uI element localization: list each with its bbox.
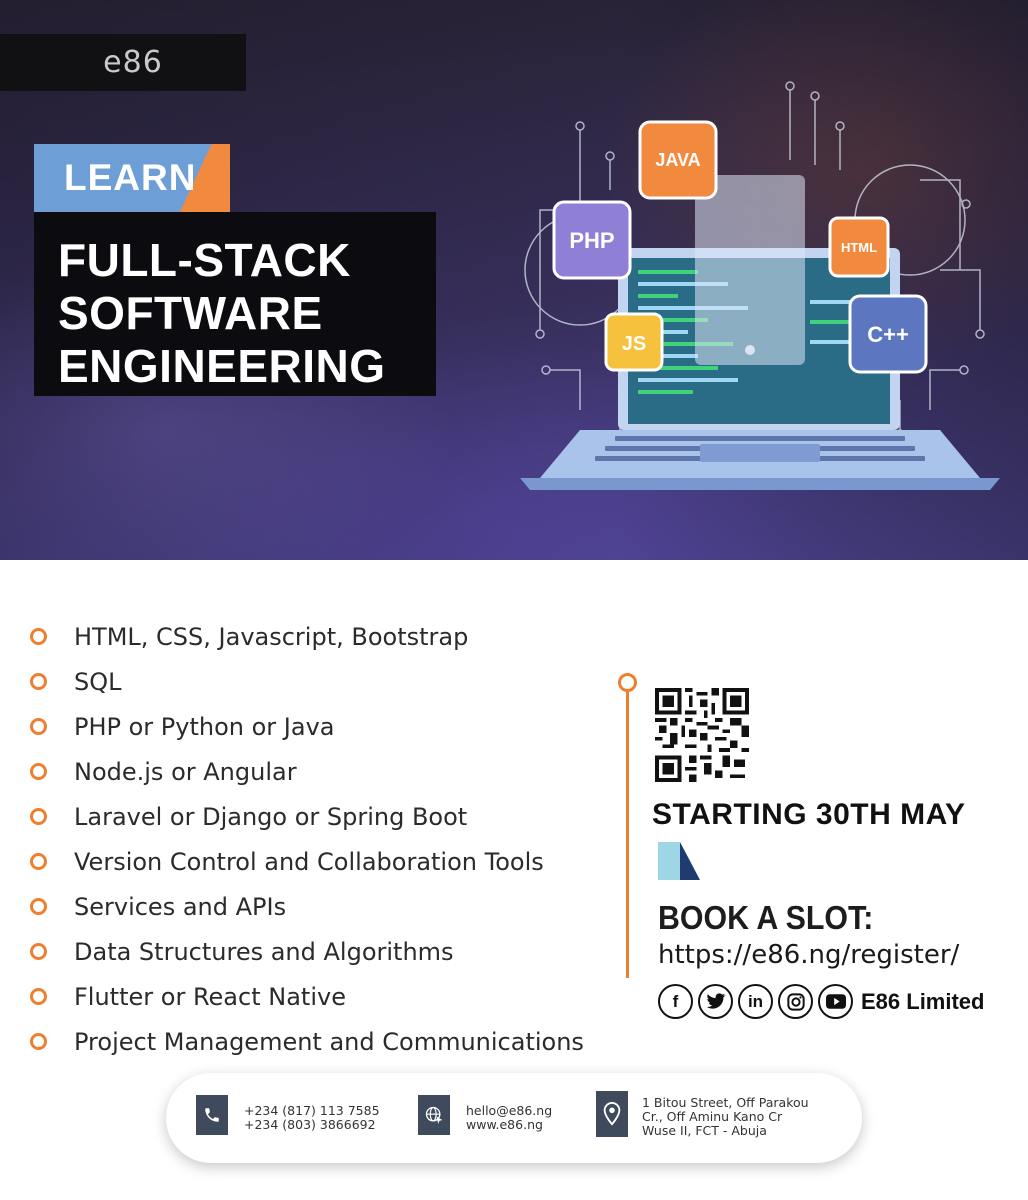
web-icon bbox=[418, 1095, 450, 1135]
circuit-lines bbox=[524, 81, 985, 449]
youtube-play-shape bbox=[825, 994, 846, 1009]
social-links: f in E86 Limited bbox=[658, 984, 984, 1019]
list-item: HTML, CSS, Javascript, Bootstrap bbox=[30, 614, 584, 659]
circle-bullet-icon bbox=[30, 718, 47, 735]
brand-logo: e86 bbox=[103, 45, 163, 80]
globe-cursor-shape bbox=[425, 1106, 443, 1124]
js-badge bbox=[604, 312, 664, 372]
registration-link[interactable]: https://e86.ng/register/ bbox=[658, 940, 960, 970]
topic-text: Services and APIs bbox=[74, 892, 287, 921]
learn-banner: LEARN bbox=[34, 144, 230, 212]
topic-text: HTML, CSS, Javascript, Bootstrap bbox=[74, 622, 469, 651]
html-badge bbox=[828, 216, 890, 278]
topic-text: Data Structures and Algorithms bbox=[74, 937, 454, 966]
circle-bullet-icon bbox=[30, 898, 47, 915]
phone-number-2[interactable]: +234 (803) 3866692 bbox=[244, 1117, 376, 1132]
facebook-glyph: f bbox=[672, 991, 679, 1011]
circle-bullet-icon bbox=[30, 673, 47, 690]
website-link[interactable]: www.e86.ng bbox=[466, 1117, 543, 1132]
web-contacts: hello@e86.ng www.e86.ng bbox=[466, 1104, 552, 1132]
circle-bullet-icon bbox=[30, 988, 47, 1005]
facebook-icon[interactable]: f bbox=[658, 984, 693, 1019]
email-link[interactable]: hello@e86.ng bbox=[466, 1103, 553, 1118]
circle-bullet-icon bbox=[30, 943, 47, 960]
laptop-edge bbox=[520, 478, 1000, 490]
php-badge bbox=[552, 200, 632, 280]
course-title: FULL-STACK SOFTWARE ENGINEERING bbox=[34, 212, 436, 396]
start-date: STARTING 30TH MAY bbox=[652, 798, 966, 831]
html-label: HTML bbox=[841, 240, 877, 255]
laptop-tech-illustration: JAVA PHP HTML JS C++ bbox=[520, 81, 1000, 490]
circle-bullet-icon bbox=[30, 628, 47, 645]
timeline-dot-icon bbox=[618, 673, 637, 692]
phone-number-1[interactable]: +234 (817) 113 7585 bbox=[244, 1103, 380, 1118]
title-line-2: SOFTWARE bbox=[58, 287, 323, 339]
list-item: PHP or Python or Java bbox=[30, 704, 584, 749]
address-line-1: 1 Bitou Street, Off Parakou bbox=[642, 1095, 809, 1110]
java-label: JAVA bbox=[655, 150, 700, 170]
list-item: Data Structures and Algorithms bbox=[30, 929, 584, 974]
hero-banner: e86 LEARN FULL-STACK SOFTWARE ENGINEERIN… bbox=[0, 0, 1028, 560]
course-topics-list: HTML, CSS, Javascript, Bootstrap SQL PHP… bbox=[30, 614, 584, 1064]
topic-text: PHP or Python or Java bbox=[74, 712, 335, 741]
topic-text: Project Management and Communications bbox=[74, 1027, 584, 1056]
circle-bullet-icon bbox=[30, 763, 47, 780]
cpp-badge bbox=[848, 294, 928, 374]
topic-text: Laravel or Django or Spring Boot bbox=[74, 802, 468, 831]
list-item: Services and APIs bbox=[30, 884, 584, 929]
js-label: JS bbox=[622, 333, 646, 355]
list-item: Node.js or Angular bbox=[30, 749, 584, 794]
topic-text: SQL bbox=[74, 667, 122, 696]
map-pin-shape bbox=[603, 1102, 621, 1126]
list-item: Laravel or Django or Spring Boot bbox=[30, 794, 584, 839]
title-line-3: ENGINEERING bbox=[58, 340, 386, 392]
circle-bullet-icon bbox=[30, 808, 47, 825]
instagram-icon[interactable] bbox=[778, 984, 813, 1019]
timeline-line bbox=[626, 688, 629, 978]
registration-qr-code[interactable] bbox=[654, 688, 750, 782]
brand-logo-box: e86 bbox=[0, 34, 246, 91]
linkedin-icon[interactable]: in bbox=[738, 984, 773, 1019]
address-line-2: Cr., Off Aminu Kano Cr bbox=[642, 1109, 783, 1124]
address-line-3: Wuse II, FCT - Abuja bbox=[642, 1123, 767, 1138]
phone-icon bbox=[196, 1095, 228, 1135]
list-item: Version Control and Collaboration Tools bbox=[30, 839, 584, 884]
phone-button bbox=[745, 345, 755, 355]
topic-text: Flutter or React Native bbox=[74, 982, 346, 1011]
phone-handset-shape bbox=[205, 1108, 219, 1122]
learn-label: LEARN bbox=[64, 157, 197, 198]
list-item: Flutter or React Native bbox=[30, 974, 584, 1019]
list-item: Project Management and Communications bbox=[30, 1019, 584, 1064]
circle-bullet-icon bbox=[30, 1033, 47, 1050]
company-name: E86 Limited bbox=[861, 988, 985, 1014]
java-badge bbox=[638, 120, 718, 200]
topic-text: Node.js or Angular bbox=[74, 757, 297, 786]
laptop-trackpad bbox=[700, 444, 820, 462]
cpp-label: C++ bbox=[867, 322, 909, 347]
youtube-icon[interactable] bbox=[818, 984, 853, 1019]
e86-mark-icon bbox=[658, 842, 700, 880]
title-line-1: FULL-STACK bbox=[58, 234, 351, 286]
linkedin-glyph: in bbox=[747, 991, 764, 1011]
twitter-icon[interactable] bbox=[698, 984, 733, 1019]
book-slot-label: BOOK A SLOT: bbox=[658, 899, 874, 936]
phone-numbers: +234 (817) 113 7585 +234 (803) 3866692 bbox=[244, 1104, 380, 1132]
circle-bullet-icon bbox=[30, 853, 47, 870]
topic-text: Version Control and Collaboration Tools bbox=[74, 847, 544, 876]
location-pin-icon bbox=[596, 1091, 628, 1137]
list-item: SQL bbox=[30, 659, 584, 704]
contact-bar: +234 (817) 113 7585 +234 (803) 3866692 h… bbox=[166, 1073, 862, 1163]
phone-overlay bbox=[695, 175, 805, 365]
address: 1 Bitou Street, Off Parakou Cr., Off Ami… bbox=[642, 1096, 809, 1138]
twitter-bird-shape bbox=[706, 993, 725, 1009]
php-label: PHP bbox=[569, 228, 614, 253]
instagram-camera-shape bbox=[786, 992, 805, 1011]
